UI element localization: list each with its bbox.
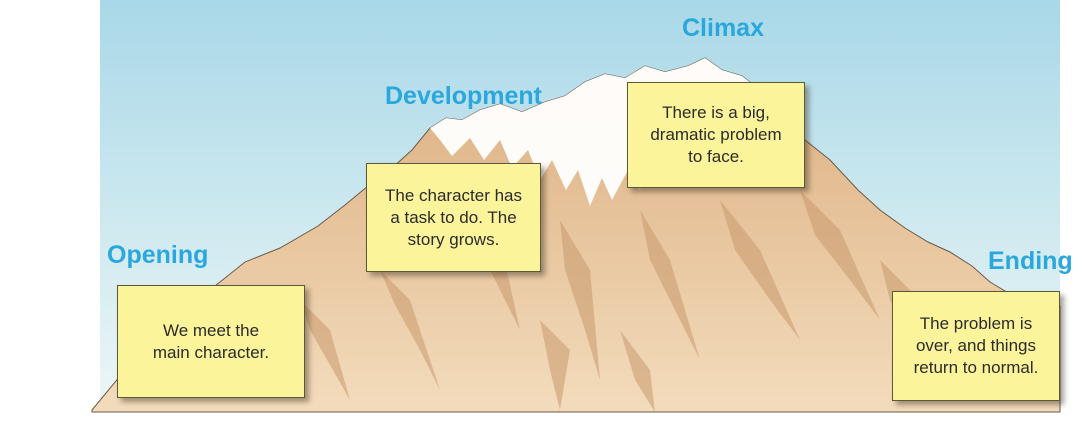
climax-label: Climax: [682, 14, 764, 42]
climax-note: There is a big, dramatic problem to face…: [627, 82, 805, 188]
opening-label: Opening: [107, 241, 209, 269]
opening-note-text: We meet the main character.: [152, 320, 270, 362]
ending-label: Ending: [988, 247, 1073, 275]
development-note: The character has a task to do. The stor…: [366, 163, 541, 272]
development-note-text: The character has a task to do. The stor…: [384, 185, 522, 249]
ending-note-text: The problem is over, and things return t…: [913, 314, 1039, 377]
development-label: Development: [385, 82, 542, 110]
opening-note: We meet the main character.: [117, 285, 305, 398]
climax-note-text: There is a big, dramatic problem to face…: [650, 103, 782, 166]
ending-note: The problem is over, and things return t…: [892, 291, 1060, 401]
